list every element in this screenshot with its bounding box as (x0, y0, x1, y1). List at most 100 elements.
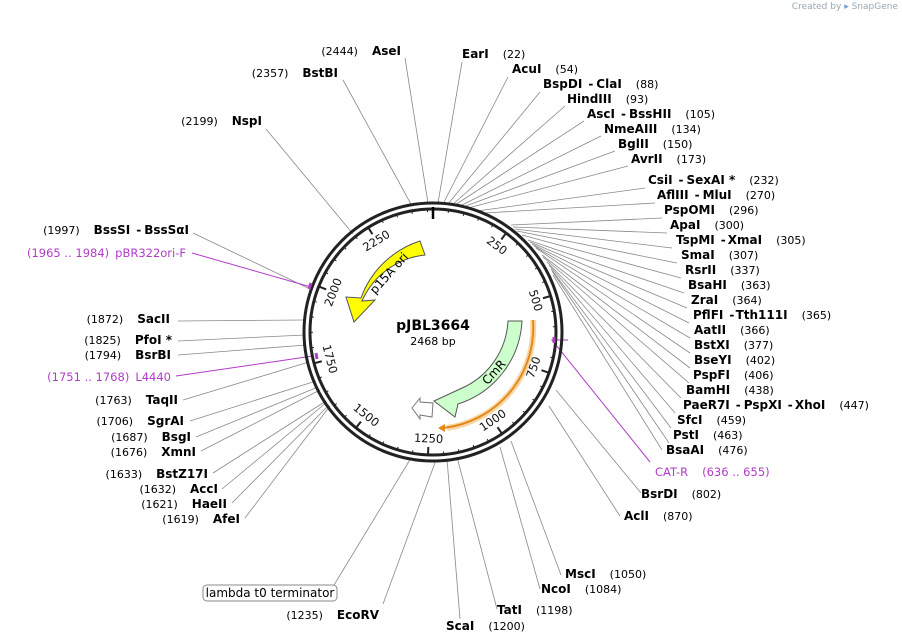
site-label[interactable]: BspDI-ClaI(88) (543, 77, 658, 91)
tick-mark (522, 410, 526, 414)
site-label[interactable]: (1706)SgrAI (97, 414, 184, 428)
site-label[interactable]: AscI-BssHII(105) (587, 107, 715, 121)
site-label[interactable]: MscI(1050) (565, 567, 646, 581)
snapgene-watermark: Created by ▸ SnapGene (792, 2, 898, 12)
site-label[interactable]: PflFI-Tth111I(365) (693, 308, 831, 322)
site-label[interactable]: ScaI(1200) (446, 619, 525, 633)
site-label[interactable]: EarI(22) (462, 47, 525, 61)
primer-label-cat-r: CAT-R (636 .. 655) (655, 465, 770, 479)
leader-line (499, 446, 541, 590)
site-label[interactable]: (1997)BssSI-BssSαI (43, 223, 189, 237)
terminator-box (202, 584, 338, 602)
primer-lines (175, 252, 651, 463)
site-label[interactable]: (1763)TaqII (95, 393, 178, 407)
leader-line (454, 120, 585, 206)
leader-line (200, 389, 321, 452)
site-label[interactable]: (2444)AseI (321, 44, 401, 58)
tick-mark (318, 285, 327, 291)
site-label[interactable]: (1633)BstZ17I (106, 467, 208, 481)
site-label[interactable]: AcuI(54) (512, 62, 578, 76)
site-label[interactable]: NcoI(1084) (541, 582, 621, 596)
site-label[interactable]: BglII(150) (618, 137, 692, 151)
site-label[interactable]: (2199)NspI (181, 114, 262, 128)
site-label[interactable]: (1794)BsrBI (85, 348, 171, 362)
site-label[interactable]: (1825)PfoI * (84, 333, 172, 347)
p15a-ori-arrow[interactable] (345, 240, 426, 323)
leader-line (462, 150, 616, 208)
site-label[interactable]: NmeAIII(134) (604, 122, 701, 136)
leader-line (521, 234, 682, 279)
tick-mark (551, 310, 555, 313)
site-label[interactable]: (1621)HaeII (141, 497, 227, 511)
terminator-arrow[interactable] (411, 396, 434, 421)
site-label[interactable]: (1676)XmnI (111, 445, 196, 459)
leader-line (244, 405, 331, 519)
site-label[interactable]: (1632)AccI (139, 482, 218, 496)
leader-line (527, 239, 685, 294)
primer-range: (636 .. 655) (702, 465, 770, 479)
site-label[interactable]: (1687)BsgI (111, 430, 191, 444)
site-label[interactable]: PspOMI(296) (664, 203, 759, 217)
tick-mark (396, 446, 399, 450)
watermark-brand: SnapGene (851, 2, 898, 12)
snapgene-logo-icon: ▸ (844, 2, 849, 12)
site-label[interactable]: (2357)BstBI (252, 66, 338, 80)
tick-mark (486, 438, 489, 442)
site-label[interactable]: PaeR7I-PspXI-XhoI(447) (683, 398, 869, 412)
site-label[interactable]: SmaI(307) (681, 248, 758, 262)
site-label[interactable]: AclI(870) (624, 509, 693, 523)
feature-p15a-ori[interactable]: p15A ori (345, 240, 426, 323)
tick-label: 1500 (351, 400, 383, 429)
leader-line (548, 264, 676, 414)
site-label[interactable]: BsaAI(476) (666, 443, 748, 457)
site-label[interactable]: BstXI(377) (694, 338, 773, 352)
site-label[interactable]: (1872)SacII (87, 312, 170, 326)
site-label[interactable]: RsrII(337) (685, 263, 760, 277)
site-label[interactable]: TspMI-XmaI(305) (676, 233, 806, 247)
tick-mark (550, 356, 554, 359)
site-label[interactable]: BsaHI(363) (688, 278, 771, 292)
primer-mark-pbr322ori (307, 282, 313, 290)
tick-mark (355, 236, 358, 240)
site-label[interactable]: SfcI(459) (677, 413, 746, 427)
leader-line (456, 456, 498, 610)
watermark-created-by: Created by (791, 2, 842, 12)
site-label[interactable]: ApaI(300) (670, 218, 744, 232)
site-label[interactable]: AflIII-MluI(270) (657, 188, 775, 202)
primer-name: CAT-R (655, 465, 688, 479)
site-label[interactable]: AvrII(173) (631, 152, 706, 166)
tick-mark (515, 242, 519, 246)
site-label[interactable]: (1619)AfeI (162, 512, 240, 526)
enzyme-labels-left: (2444)AseI (2357)BstBI (2199)NspI (1997)… (43, 44, 401, 622)
leader-line (467, 165, 629, 209)
site-label[interactable]: (1235)EcoRV (286, 608, 379, 622)
site-label[interactable]: BseYI(402) (694, 353, 775, 367)
site-label[interactable]: CsiI-SexAI *(232) (648, 173, 779, 187)
site-label[interactable]: PspFI(406) (693, 368, 774, 382)
tick-mark (411, 210, 413, 214)
site-label[interactable]: BsrDI(802) (641, 487, 721, 501)
leader-line (231, 404, 330, 504)
tick-mark (491, 224, 494, 228)
leader-line (548, 405, 621, 517)
leader-line (442, 76, 509, 205)
primer-line-pbr322ori (191, 252, 312, 288)
site-label[interactable]: PstI(463) (673, 428, 743, 442)
primer-range: (1751 .. 1768) (47, 370, 129, 384)
site-label[interactable]: HindIII(93) (567, 92, 648, 106)
tick-mark (325, 271, 329, 275)
feature-lambda-t0-terminator[interactable] (411, 396, 434, 421)
leader-line (212, 400, 327, 474)
site-label[interactable]: TatI(1198) (497, 603, 573, 617)
leader-line (550, 268, 672, 429)
leader-line (535, 247, 691, 354)
cmr-arrow[interactable] (433, 320, 523, 418)
site-label[interactable]: BamHI(438) (686, 383, 774, 397)
site-label[interactable]: ZraI(364) (691, 293, 762, 307)
leader-line (177, 344, 307, 356)
leader-line (510, 217, 663, 226)
leader-line (533, 245, 691, 339)
tick-mark (313, 300, 317, 303)
tick-label: 500 (526, 288, 546, 313)
site-label[interactable]: AatII(366) (694, 323, 770, 337)
